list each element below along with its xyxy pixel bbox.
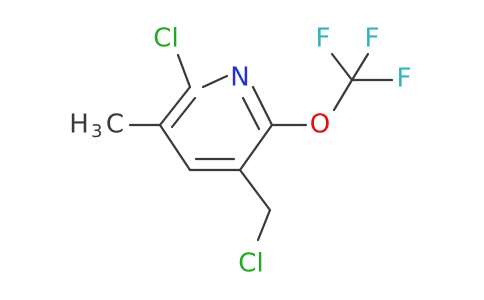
bond-n-c6-double xyxy=(241,96,261,131)
bond-ch2-cl xyxy=(256,208,272,242)
methyl-c: C xyxy=(106,110,124,140)
atom-n: N xyxy=(230,63,249,93)
bond-cf3-f-top-right xyxy=(350,52,370,82)
bond-c2-cl xyxy=(176,53,192,89)
bond-cf3-f-top-left xyxy=(330,52,354,82)
bond-n-c6 xyxy=(251,85,274,127)
bond-c2-n xyxy=(201,74,229,89)
methyl-h: H xyxy=(69,110,89,140)
atom-cl-ring: Cl xyxy=(153,24,178,54)
bond-c5-ch2 xyxy=(238,168,272,212)
bond-c4-c3 xyxy=(158,123,192,172)
atom-f-top-left: F xyxy=(316,24,331,54)
atom-o: O xyxy=(310,110,330,140)
methyl-subscript: 3 xyxy=(91,121,102,142)
bond-c6-c5 xyxy=(238,123,274,172)
atom-f-right: F xyxy=(397,64,412,94)
bond-c3-c2 xyxy=(158,85,192,127)
bond-c3-c2-double xyxy=(170,96,197,129)
atom-cl-side: Cl xyxy=(238,249,263,279)
bond-o-cf3 xyxy=(332,78,354,112)
atom-f-top-right: F xyxy=(365,24,380,54)
